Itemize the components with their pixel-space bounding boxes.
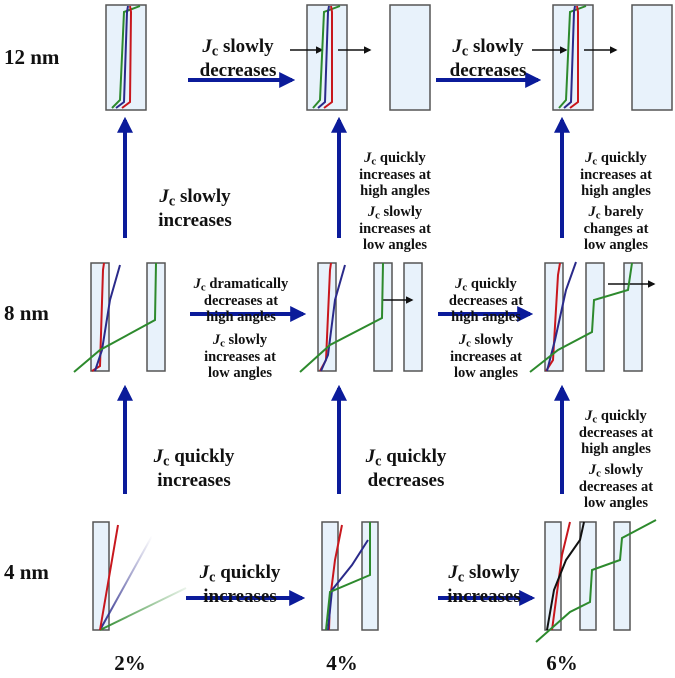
annot-8-a-low: Jc slowly increases at low angles — [204, 332, 276, 381]
panel-12-6b — [631, 4, 673, 111]
annot-vertical-mid-top-2: Jc slowly increases at low angles — [359, 204, 431, 253]
annot-vertical-right-bot-1: Jc quickly decreases at high angles — [578, 408, 654, 457]
row-label-4nm: 4 nm — [4, 560, 49, 584]
panel-4-6b — [579, 521, 597, 631]
panel-8-6c — [623, 262, 643, 372]
row-label-8nm: 8 nm — [4, 301, 49, 325]
annot-vertical-left-bot: Jc quickly increases — [153, 445, 235, 491]
panel-12-4b — [389, 4, 431, 111]
annot-8-a-high: Jc dramatically decreases at high angles — [193, 276, 289, 325]
annot-vertical-right-bot-2: Jc slowly decreases at low angles — [578, 462, 654, 511]
annot-vertical-right-top-1: Jc quickly increases at high angles — [580, 150, 652, 199]
col-label-4: 4% — [326, 651, 358, 675]
annot-vertical-mid-top-1: Jc quickly increases at high angles — [359, 150, 431, 199]
panel-4-6c — [613, 521, 631, 631]
jc-symbol: Jc — [202, 35, 219, 60]
annot-12-b: Jc slowly decreases — [449, 35, 527, 81]
col-label-2: 2% — [114, 651, 146, 675]
panel-4-2 — [92, 521, 110, 631]
panel-8-6b — [585, 262, 605, 372]
jc-symbol: Jc — [452, 35, 469, 60]
row-label-12nm: 12 nm — [4, 45, 60, 69]
annot-vertical-left-top: Jc slowly increases — [158, 185, 232, 231]
annot-8-b-high: Jc quickly decreases at high angles — [448, 276, 524, 325]
panel-8-2a — [90, 262, 110, 372]
col-label-6: 6% — [546, 651, 578, 675]
annot-vertical-right-top-2: Jc barely changes at low angles — [583, 204, 649, 253]
annot-4-a: Jc quickly increases — [199, 561, 281, 607]
annot-4-b: Jc slowly increases — [447, 561, 521, 607]
annot-12-a: Jc slowly decreases — [199, 35, 277, 81]
annot-vertical-mid-bot: Jc quickly decreases — [365, 445, 447, 491]
panel-8-4c — [403, 262, 423, 372]
annot-8-b-low: Jc slowly increases at low angles — [450, 332, 522, 381]
panel-8-6a — [544, 262, 564, 372]
